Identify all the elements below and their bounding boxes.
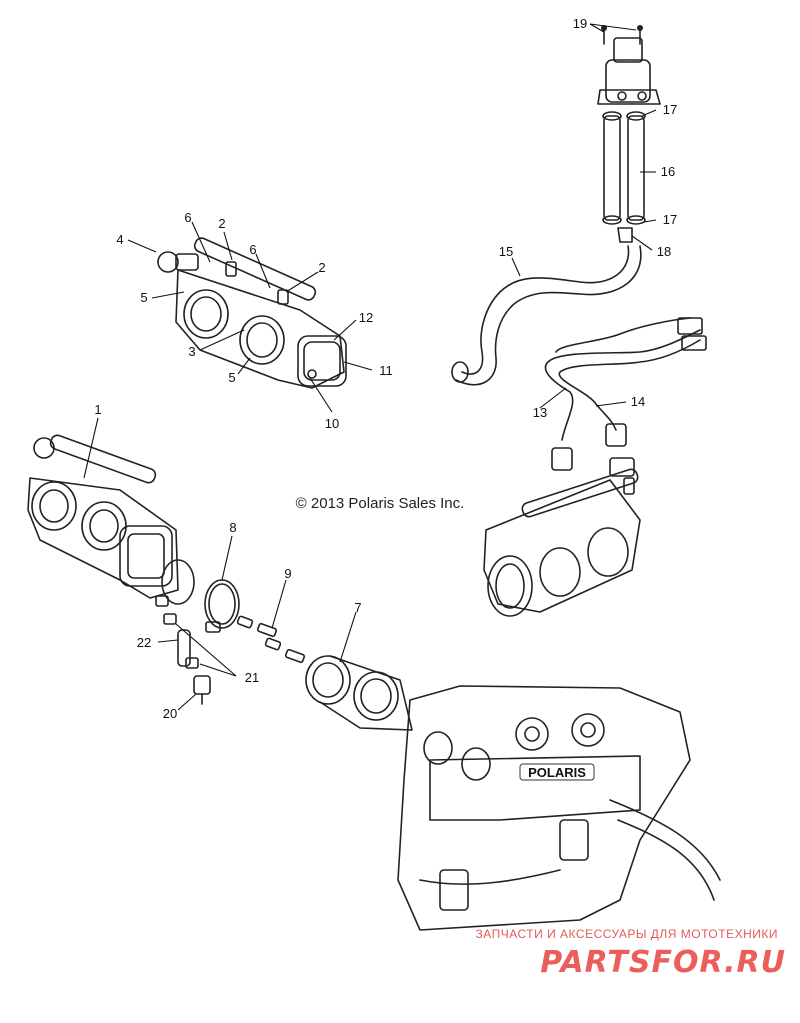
callout-6b: 6 [249, 242, 256, 257]
engine-brand-label: POLARIS [528, 765, 586, 780]
intake-boot [305, 655, 413, 731]
callout-19: 19 [573, 16, 587, 31]
throttle-body-lower [27, 434, 179, 607]
callout-3: 3 [188, 344, 195, 359]
callout-12: 12 [359, 310, 373, 325]
vent-hose [451, 245, 642, 386]
callout-7: 7 [354, 600, 361, 615]
wire-harness [544, 317, 707, 471]
callout-14: 14 [631, 394, 645, 409]
watermark-brand: PARTSFOR.RU [540, 945, 786, 980]
clamp [161, 559, 240, 633]
callout-9: 9 [284, 566, 291, 581]
callout-11: 11 [379, 363, 393, 378]
callout-8: 8 [229, 520, 236, 535]
callout-6a: 6 [184, 210, 191, 225]
callout-2b: 2 [318, 260, 325, 275]
callout-17a: 17 [663, 102, 677, 117]
callout-5b: 5 [228, 370, 235, 385]
callout-1: 1 [94, 402, 101, 417]
leader-lines [83, 23, 657, 711]
callout-22: 22 [137, 635, 151, 650]
vent-fitting [163, 613, 211, 705]
callout-15: 15 [499, 244, 513, 259]
callouts: 1 2 2 3 4 5 5 6 6 7 8 9 10 11 12 13 14 1… [94, 16, 677, 721]
callout-4: 4 [116, 232, 123, 247]
callout-18: 18 [657, 244, 671, 259]
engine-assembly: POLARIS [397, 685, 721, 931]
fuel-sensor-assembly [597, 25, 661, 105]
callout-17b: 17 [663, 212, 677, 227]
copyright-notice: © 2013 Polaris Sales Inc. [296, 495, 465, 512]
fuel-hose-pair [602, 111, 646, 243]
throttle-body-right [483, 457, 641, 617]
bolts [236, 615, 306, 664]
throttle-body-upper [157, 237, 347, 389]
watermark: ЗАПЧАСТИ И АКСЕССУАРЫ ДЛЯ МОТОТЕХНИКИ PA… [476, 927, 786, 980]
callout-16: 16 [661, 164, 675, 179]
callout-13: 13 [533, 405, 547, 420]
callout-2a: 2 [218, 216, 225, 231]
callout-20: 20 [163, 706, 177, 721]
watermark-tagline: ЗАПЧАСТИ И АКСЕССУАРЫ ДЛЯ МОТОТЕХНИКИ [476, 927, 778, 941]
callout-5a: 5 [140, 290, 147, 305]
callout-10: 10 [325, 416, 339, 431]
callout-21: 21 [245, 670, 259, 685]
